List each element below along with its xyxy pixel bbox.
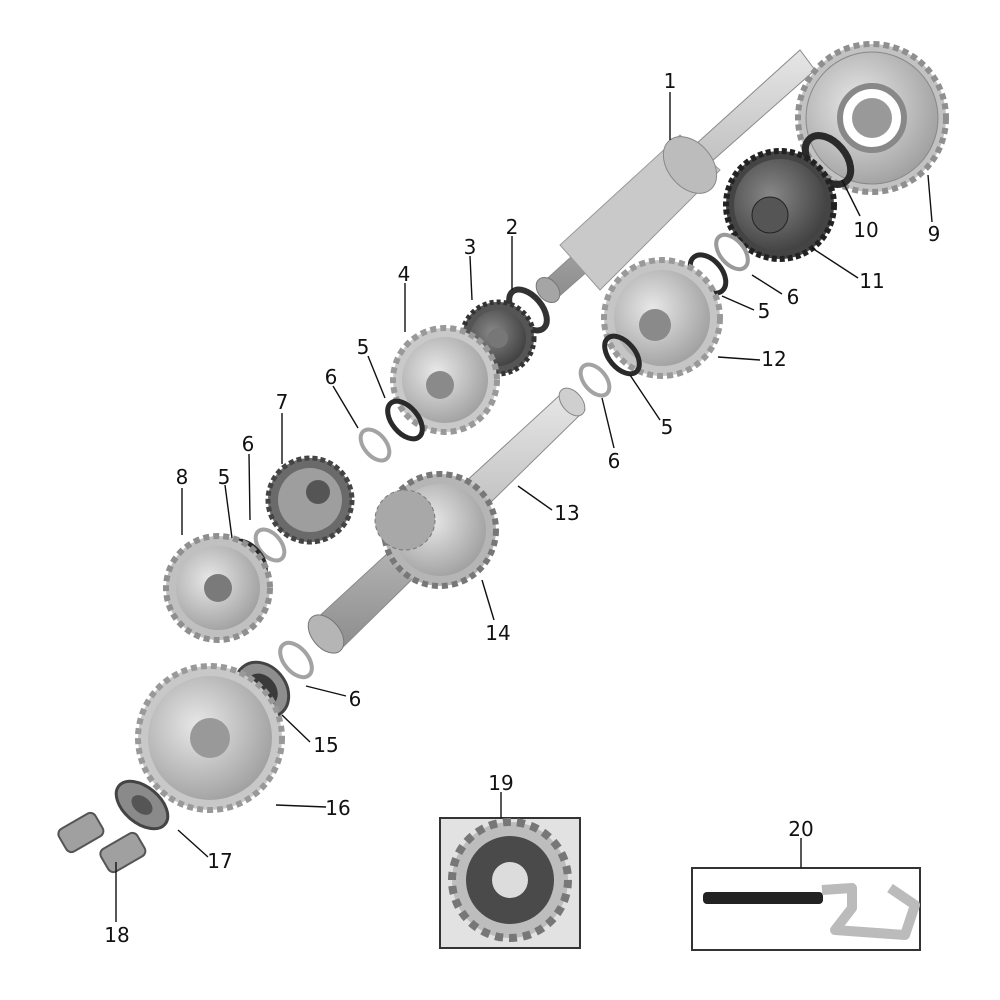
gear-14 [374, 471, 499, 589]
callout-1: 1 [664, 69, 677, 93]
bolts-18 [57, 811, 147, 874]
callout-6-mid: 6 [608, 449, 621, 473]
callout-20: 20 [788, 817, 813, 841]
callout-13: 13 [554, 501, 579, 525]
circlip-6-upper [358, 427, 392, 463]
gear-7 [265, 455, 355, 545]
callout-10: 10 [853, 218, 878, 242]
circlip-6-left [253, 527, 287, 563]
callout-17: 17 [207, 849, 232, 873]
callout-14: 14 [485, 621, 510, 645]
shaft-gear-teeth [662, 136, 718, 194]
callout-19: 19 [488, 771, 513, 795]
callout-11: 11 [859, 269, 884, 293]
tool-inset [691, 867, 921, 951]
callout-9: 9 [928, 222, 941, 246]
callout-6-right: 6 [787, 285, 800, 309]
front-sprocket-photo-icon [448, 818, 572, 942]
callout-6-lower: 6 [349, 687, 362, 711]
callout-4: 4 [398, 262, 411, 286]
hook-tool-photo-icon [703, 883, 920, 940]
callout-5-left: 5 [218, 465, 231, 489]
circlip-6-right [714, 232, 750, 272]
leader-lines [115, 92, 933, 922]
gear-4 [390, 325, 500, 435]
callout-labels: 1 2 3 4 5 6 7 6 8 5 9 10 11 6 5 12 5 6 1… [104, 69, 940, 947]
callout-16: 16 [325, 796, 350, 820]
callout-5-upper: 5 [357, 335, 370, 359]
callout-18: 18 [104, 923, 129, 947]
callout-5-right: 5 [758, 299, 771, 323]
gear-9 [795, 41, 949, 195]
circlip-6-lower [278, 640, 314, 680]
callout-2: 2 [506, 215, 519, 239]
lock-plate-17 [114, 779, 170, 831]
gear-11 [723, 148, 837, 262]
callout-3: 3 [464, 235, 477, 259]
circlip-5-upper [385, 398, 425, 442]
main-shaft [535, 49, 816, 304]
sprocket-inset [439, 817, 581, 949]
circlip-6-mid [578, 362, 612, 398]
callout-6-upper: 6 [325, 365, 338, 389]
callout-12: 12 [761, 347, 786, 371]
callout-15: 15 [313, 733, 338, 757]
callout-6-left: 6 [242, 432, 255, 456]
callout-7: 7 [276, 390, 289, 414]
callout-8: 8 [176, 465, 189, 489]
gear-12 [601, 257, 723, 379]
gear-8 [163, 533, 273, 643]
circlip-5-mid [602, 333, 642, 377]
callout-5-mid: 5 [661, 415, 674, 439]
gear-16 [135, 663, 285, 813]
